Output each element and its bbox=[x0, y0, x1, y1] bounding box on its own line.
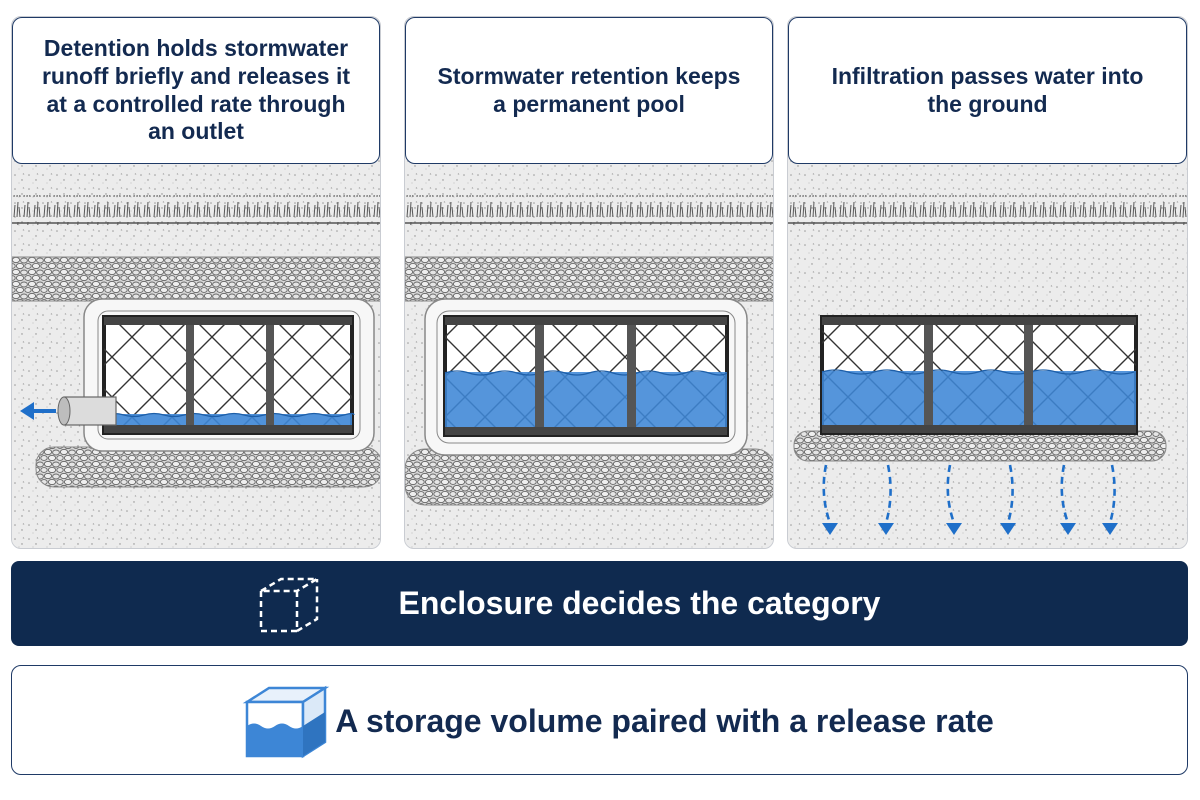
retention-caption: Stormwater retention keeps a permanent p… bbox=[437, 62, 741, 117]
retention-caption-box: Stormwater retention keeps a permanent p… bbox=[405, 17, 773, 164]
water-cube-icon bbox=[242, 685, 330, 759]
banner-text: Enclosure decides the category bbox=[398, 585, 881, 621]
infiltration-caption: Infiltration passes water into the groun… bbox=[831, 62, 1144, 117]
summary-text: A storage volume paired with a release r… bbox=[335, 702, 994, 739]
infiltration-caption-box: Infiltration passes water into the groun… bbox=[788, 17, 1187, 164]
dashed-cube-icon bbox=[256, 577, 322, 633]
detention-caption: Detention holds stormwater runoff briefl… bbox=[41, 35, 351, 145]
detention-caption-box: Detention holds stormwater runoff briefl… bbox=[12, 17, 380, 164]
panel-retention: Stormwater retention keeps a permanent p… bbox=[404, 16, 774, 549]
infiltration-illustration bbox=[788, 17, 1187, 548]
panel-infiltration: Infiltration passes water into the groun… bbox=[787, 16, 1188, 549]
summary-box: A storage volume paired with a release r… bbox=[11, 665, 1188, 775]
infiltration-arrows bbox=[822, 464, 1116, 524]
panel-detention: Detention holds stormwater runoff briefl… bbox=[11, 16, 381, 549]
category-banner: Enclosure decides the category bbox=[11, 561, 1188, 646]
